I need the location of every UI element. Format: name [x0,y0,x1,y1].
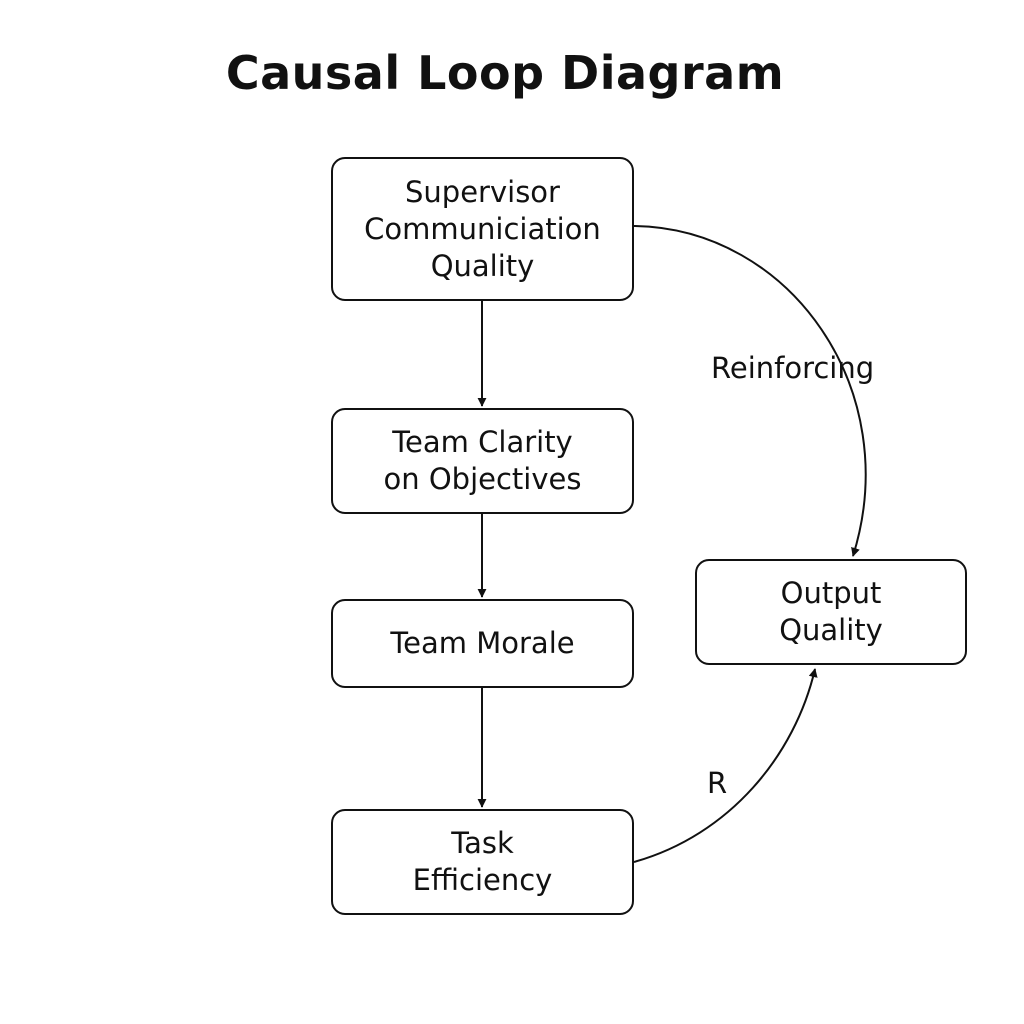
loop-label-reinforcing: Reinforcing [711,351,875,385]
node-line: Team Morale [390,626,575,660]
node-line: Efficiency [412,863,553,897]
node-line: Task [451,826,514,860]
node-line: on Objectives [383,462,582,496]
node-supervisor-communication-quality: Supervisor Communiciation Quality [331,157,634,301]
diagram-title: Causal Loop Diagram [225,46,785,100]
loop-label-r: R [707,766,728,800]
node-line: Quality [779,613,883,647]
node-team-clarity-on-objectives: Team Clarity on Objectives [331,408,634,514]
arc-supervisor-to-output [633,225,867,557]
node-line: Team Clarity [392,425,573,459]
arc-efficiency-to-output [633,668,818,863]
node-task-efficiency: Task Efficiency [331,809,634,915]
node-team-morale: Team Morale [331,599,634,688]
node-line: Output [780,576,882,610]
node-line: Quality [430,248,535,283]
node-line: Supervisor [405,174,560,209]
node-line: Communiciation [364,211,601,246]
node-output-quality: Output Quality [695,559,967,665]
